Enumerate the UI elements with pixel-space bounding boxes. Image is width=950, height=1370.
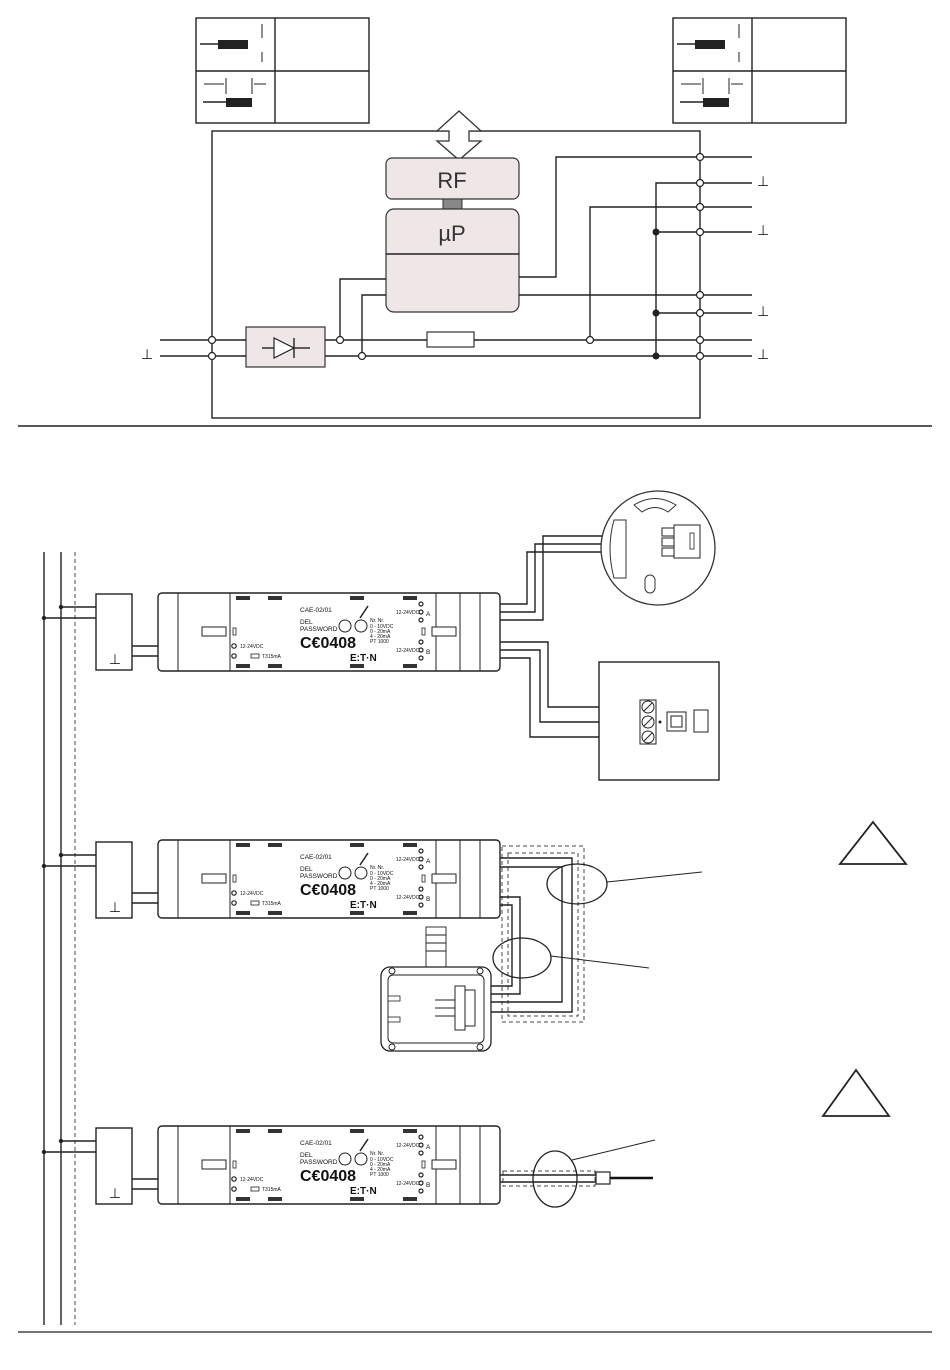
ground-symbol: ⊥ xyxy=(757,223,769,239)
password-label: PASSWORD xyxy=(300,873,338,880)
range-row: PT 1000 xyxy=(370,886,389,892)
round-sensor xyxy=(600,490,716,606)
range-row: 0 - 10VDC xyxy=(370,871,394,877)
range-header: Nr. Nr. xyxy=(370,1151,384,1157)
brand-logo: E:T·N xyxy=(350,900,377,911)
ground-symbol: ⊥ xyxy=(141,347,153,363)
model-label: CAE-02/01 xyxy=(300,854,332,861)
brand-logo: E:T·N xyxy=(350,653,377,664)
up-label: µP xyxy=(438,221,465,246)
ce-mark: C€0408 xyxy=(300,882,356,899)
cable-shield xyxy=(501,845,585,1023)
password-button[interactable] xyxy=(354,619,368,633)
led-indicator xyxy=(338,866,352,880)
del-label: DEL xyxy=(300,866,313,873)
warning-triangle-icon xyxy=(838,820,908,865)
schematic-nodes xyxy=(207,152,705,361)
wire-strip-legend-left xyxy=(195,17,370,124)
wire-strip-legend-right xyxy=(672,17,847,124)
range-row: 0 - 20mA xyxy=(370,876,391,882)
brand-logo: E:T·N xyxy=(350,1186,377,1197)
password-button[interactable] xyxy=(354,866,368,880)
port-b-label: B xyxy=(426,896,430,903)
device-row-3: ⊥ CAE-02/01 DEL PASSWORD xyxy=(41,1068,891,1208)
power-supply-box xyxy=(95,841,133,919)
range-row: 0 - 10VDC xyxy=(370,624,394,630)
transmitter-device xyxy=(380,926,492,1052)
range-row: 4 - 20mA xyxy=(370,881,391,887)
cable-shield xyxy=(502,1170,596,1187)
port-a-label: A xyxy=(426,611,431,618)
temperature-probe xyxy=(595,1171,611,1185)
range-header: Nr. Nr. xyxy=(370,618,384,624)
radio-arrow-icon xyxy=(435,110,483,161)
fuse-label: T315mA xyxy=(262,654,282,660)
schematic-wires xyxy=(160,156,752,357)
microprocessor-module xyxy=(385,208,520,313)
io-label: 12-24VDC xyxy=(396,610,420,616)
io-label: 12-24VDC xyxy=(396,648,420,654)
ce-mark: C€0408 xyxy=(300,635,356,652)
port-a-label: A xyxy=(426,1144,431,1151)
fuse-label: T315mA xyxy=(262,901,282,907)
ground-symbol: ⊥ xyxy=(757,347,769,363)
io-label: 12-24VDC xyxy=(396,895,420,901)
shield-callout xyxy=(546,863,608,905)
ground-symbol: ⊥ xyxy=(757,304,769,320)
power-supply-box xyxy=(95,1127,133,1205)
rf-label: RF xyxy=(437,168,466,193)
ground-symbol: ⊥ xyxy=(757,174,769,190)
range-header: Nr. Nr. xyxy=(370,865,384,871)
power-supply-box xyxy=(95,593,133,671)
range-row: PT 1000 xyxy=(370,639,389,645)
ground-symbol: ⊥ xyxy=(109,1186,121,1202)
del-label: DEL xyxy=(300,619,313,626)
ground-symbol: ⊥ xyxy=(109,652,121,668)
supply-bus xyxy=(43,552,76,1325)
device-row-1: ⊥ CAE-02/01 DEL PASSW xyxy=(41,490,720,781)
warning-triangle-icon xyxy=(821,1068,891,1117)
io-label: 12-24VDC xyxy=(396,1143,420,1149)
port-b-label: B xyxy=(426,649,430,656)
shield-callout xyxy=(492,937,552,979)
supply-label: 12-24VDC xyxy=(240,891,264,897)
model-label: CAE-02/01 xyxy=(300,1140,332,1147)
ce-mark: C€0408 xyxy=(300,1168,356,1185)
shield-callout xyxy=(532,1150,578,1208)
cae-module: CAE-02/01 DEL PASSWORD Nr. Nr. 0 - 10VDC… xyxy=(157,1125,501,1205)
range-row: PT 1000 xyxy=(370,1172,389,1178)
password-label: PASSWORD xyxy=(300,626,338,633)
port-b-label: B xyxy=(426,1182,430,1189)
range-row: 0 - 10VDC xyxy=(370,1157,394,1163)
cae-module: CAE-02/01 DEL PASSWORD Nr. Nr. 0 - 10VDC… xyxy=(157,592,501,672)
cae-module: CAE-02/01 DEL PASSWORD Nr. Nr. 0 - 10VDC… xyxy=(157,839,501,919)
password-button[interactable] xyxy=(354,1152,368,1166)
io-label: 12-24VDC xyxy=(396,857,420,863)
terminal-box xyxy=(598,661,720,781)
top-schematic: RF µP xyxy=(141,17,847,419)
led-indicator xyxy=(338,1152,352,1166)
range-row: 0 - 20mA xyxy=(370,1162,391,1168)
fuse-element xyxy=(426,331,475,348)
rectifier-block xyxy=(245,326,326,368)
port-a-label: A xyxy=(426,858,431,865)
io-label: 12-24VDC xyxy=(396,1181,420,1187)
model-label: CAE-02/01 xyxy=(300,607,332,614)
rf-connector xyxy=(442,198,463,210)
supply-label: 12-24VDC xyxy=(240,1177,264,1183)
range-row: 4 - 20mA xyxy=(370,1167,391,1173)
device-row-2: ⊥ CAE-02/01 DEL PASSWORD xyxy=(41,820,908,1052)
del-label: DEL xyxy=(300,1152,313,1159)
password-label: PASSWORD xyxy=(300,1159,338,1166)
supply-label: 12-24VDC xyxy=(240,644,264,650)
range-row: 4 - 20mA xyxy=(370,634,391,640)
range-row: 0 - 20mA xyxy=(370,629,391,635)
led-indicator xyxy=(338,619,352,633)
fuse-label: T315mA xyxy=(262,1187,282,1193)
ground-symbol: ⊥ xyxy=(109,900,121,916)
